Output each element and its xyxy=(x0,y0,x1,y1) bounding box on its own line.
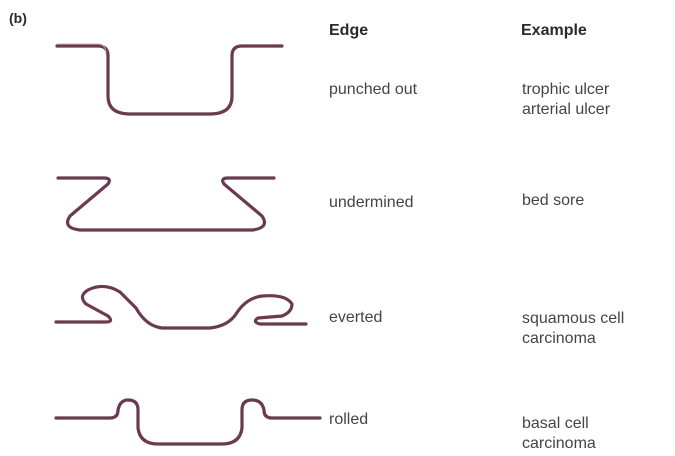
profile-undermined xyxy=(58,178,274,230)
example-line: squamous cell xyxy=(522,309,672,329)
example-line: arterial ulcer xyxy=(522,100,672,120)
edge-label-undermined: undermined xyxy=(329,193,414,213)
example-line: basal cell xyxy=(522,414,672,434)
example-punched-out: trophic ulcer arterial ulcer xyxy=(522,80,672,120)
example-line: carcinoma xyxy=(522,434,672,454)
example-everted: squamous cell carcinoma xyxy=(522,309,672,349)
edge-label-everted: everted xyxy=(329,308,382,328)
example-undermined: bed sore xyxy=(522,191,672,211)
profile-everted xyxy=(56,286,306,328)
profile-rolled xyxy=(56,400,320,444)
example-line: trophic ulcer xyxy=(522,80,672,100)
example-line: bed sore xyxy=(522,191,672,211)
profile-punched-out xyxy=(57,44,282,114)
edge-label-punched-out: punched out xyxy=(329,80,417,100)
edge-label-rolled: rolled xyxy=(329,410,368,430)
example-line: carcinoma xyxy=(522,329,672,349)
example-rolled: basal cell carcinoma xyxy=(522,414,672,454)
